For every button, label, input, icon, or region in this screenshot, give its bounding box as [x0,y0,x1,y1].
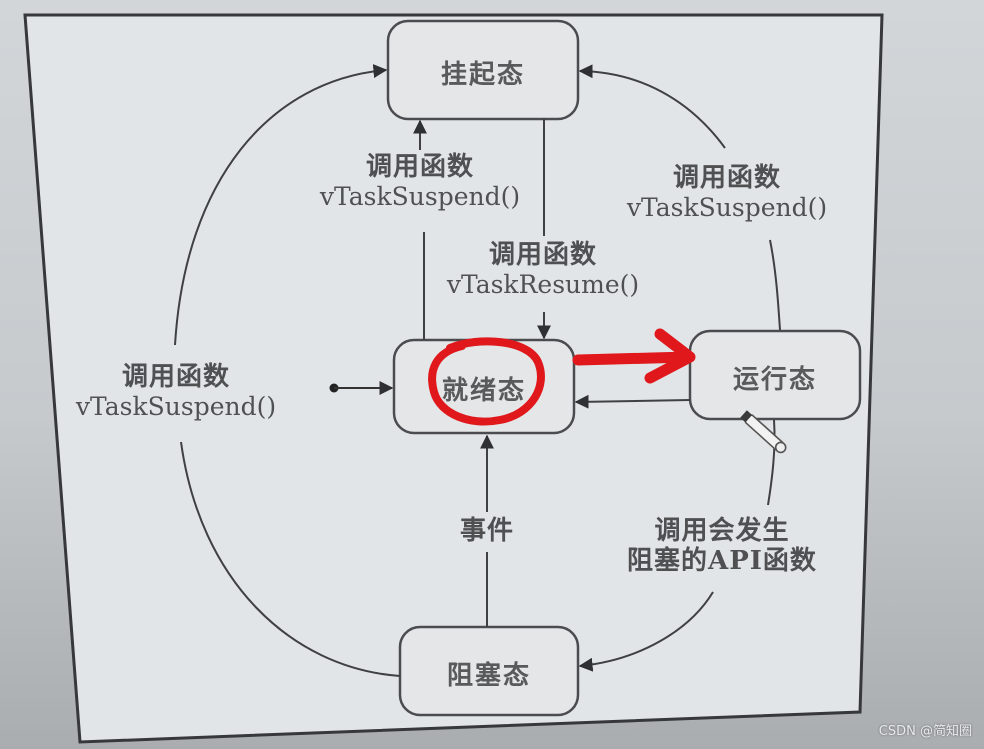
label-line-1: 调用函数 [488,240,597,270]
edge-blocked-to-suspended-lower [180,441,401,677]
label-line-1: 调用函数 [672,163,781,193]
edge-running-to-suspended-upper [578,64,726,149]
label-line-2: vTaskResume() [446,270,640,299]
state-label-blocked: 阻塞态 [446,661,531,691]
label-resume: 调用函数 vTaskResume() [438,240,648,300]
label-line-1: 调用函数 [121,362,230,392]
label-line-2: vTaskSuspend() [75,392,277,421]
edge-running-to-suspended-lower [769,239,781,331]
label-event: 事件 [437,516,537,546]
edge-running-to-ready [574,394,691,409]
edge-running-to-blocked-lower [578,591,714,672]
pencil-icon [740,410,787,454]
label-line-1: 调用会发生 [654,516,790,546]
label-blocking-api: 调用会发生 阻塞的API函数 [612,516,832,576]
label-line-1: 调用函数 [365,152,474,182]
edge-blocked-to-suspended-upper [174,64,388,346]
label-line-2: 阻塞的API函数 [627,546,817,576]
state-box-suspended [386,19,580,121]
edge-running-to-blocked-upper [767,419,776,506]
state-label-running: 运行态 [732,365,817,395]
label-suspend-from-blocked: 调用函数 vTaskSuspend() [66,362,286,422]
label-line-2: vTaskSuspend() [626,193,828,222]
state-label-ready: 就绪态 [441,376,526,406]
state-label-suspended: 挂起态 [440,60,525,90]
label-suspend-from-running: 调用函数 vTaskSuspend() [622,163,832,223]
red-highlight-circle [428,337,545,426]
state-box-blocked [398,625,580,717]
red-highlight-arrow [572,328,696,384]
state-box-running [688,329,862,421]
watermark: CSDN @简知圈 [878,724,972,739]
label-suspend-from-ready: 调用函数 vTaskSuspend() [310,152,530,212]
label-line-2: vTaskSuspend() [319,182,521,211]
label-line-1: 事件 [459,516,514,546]
